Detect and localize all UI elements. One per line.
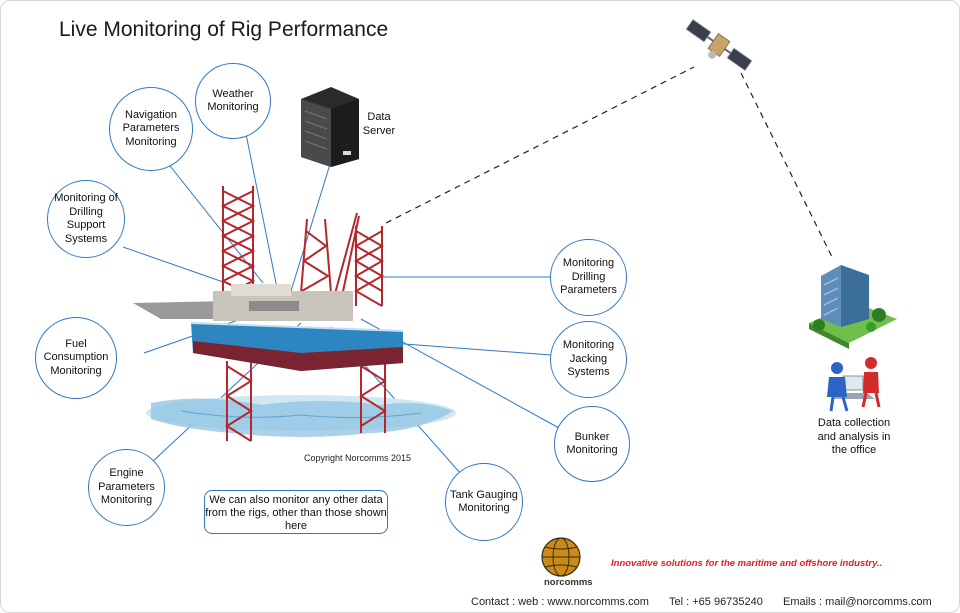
server-connector [290, 160, 332, 292]
globe-logo-icon [541, 537, 581, 577]
oil-rig-illustration [133, 186, 404, 442]
navigation-parameters-bubble: Navigation Parameters Monitoring [109, 87, 193, 171]
tagline: Innovative solutions for the maritime an… [611, 558, 883, 569]
additional-monitoring-note: We can also monitor any other data from … [204, 490, 388, 534]
navigation-parameters-label: Navigation Parameters Monitoring [122, 108, 180, 148]
satellite-to-office-link [740, 72, 834, 260]
people-at-computer-icon [827, 357, 881, 412]
server-icon [301, 87, 359, 167]
tank-gauging-bubble: Tank Gauging Monitoring [445, 463, 523, 541]
drilling-support-label: Monitoring of Drilling Support Systems [54, 192, 118, 245]
bunker-monitoring-bubble: Bunker Monitoring [554, 406, 630, 482]
engine-parameters-label: Engine Parameters Monitoring [98, 467, 155, 507]
data-server-label: Data Server [362, 111, 396, 137]
weather-monitoring-label: Weather Monitoring [207, 87, 259, 114]
fuel-consumption-bubble: Fuel Consumption Monitoring [35, 317, 117, 399]
sea-splash [146, 395, 456, 437]
weather-connector [245, 133, 278, 289]
satellite-icon [685, 18, 753, 72]
rig-to-satellite-link [385, 66, 695, 224]
contact-web: Contact : web : www.norcomms.com [471, 596, 649, 608]
drilling-parameters-bubble: Monitoring Drilling Parameters [550, 239, 627, 316]
office-label: Data collection and analysis in the offi… [817, 417, 891, 456]
drilling-parameters-label: Monitoring Drilling Parameters [560, 257, 617, 297]
fuel-consumption-label: Fuel Consumption Monitoring [43, 337, 109, 377]
weather-monitoring-bubble: Weather Monitoring [195, 63, 271, 139]
tank-gauging-label: Tank Gauging Monitoring [450, 488, 518, 515]
brand-name: norcomms [544, 577, 593, 588]
copyright-text: Copyright Norcomms 2015 [304, 453, 412, 463]
office-building-icon [809, 265, 897, 349]
page-title: Live Monitoring of Rig Performance [59, 18, 389, 41]
contact-tel: Tel : +65 96735240 [669, 596, 763, 608]
contact-email: Emails : mail@norcomms.com [783, 596, 932, 608]
jacking-systems-bubble: Monitoring Jacking Systems [550, 321, 627, 398]
bunker-monitoring-label: Bunker Monitoring [566, 430, 618, 457]
drilling-support-bubble: Monitoring of Drilling Support Systems [47, 180, 125, 258]
engine-parameters-bubble: Engine Parameters Monitoring [88, 449, 165, 526]
jacking-connector [390, 342, 552, 356]
jacking-systems-label: Monitoring Jacking Systems [562, 339, 615, 379]
